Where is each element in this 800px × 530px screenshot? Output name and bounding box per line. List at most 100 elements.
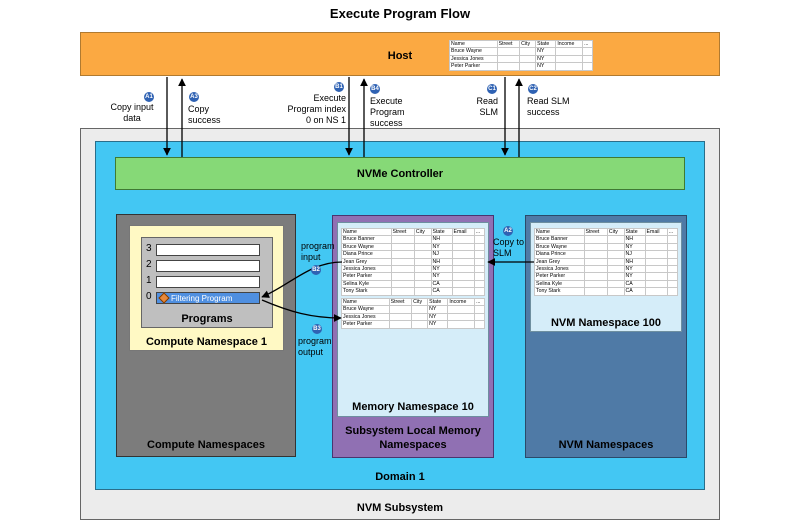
step-badge-a3: A3	[189, 92, 199, 102]
table-cell: NY	[535, 54, 557, 64]
nvme-controller-box	[115, 157, 685, 190]
annotation-line: input	[301, 252, 321, 262]
table-cell: NY	[535, 62, 557, 71]
table-cell	[390, 272, 415, 281]
domain-label: Domain 1	[375, 471, 425, 483]
annotation-copy-to-slm: Copy to SLM	[493, 237, 533, 259]
table-cell	[473, 272, 486, 281]
table-cell	[447, 312, 476, 322]
annotation-read-slm: Read SLM	[462, 96, 498, 118]
arrow-program-input	[261, 261, 343, 298]
annotation-line: SLM	[493, 248, 512, 258]
step-badge-a1: A1	[144, 92, 154, 102]
table-cell	[583, 287, 608, 296]
table-header-cell: Name	[449, 39, 498, 49]
host-box	[80, 32, 720, 76]
table-cell	[473, 265, 486, 274]
table-cell: NY	[427, 312, 449, 322]
table-cell	[555, 54, 584, 64]
annotation-execute-program: Execute Program index 0 on NS 1	[280, 93, 346, 126]
nvme-controller-label: NVMe Controller	[356, 168, 444, 180]
table-cell	[666, 287, 679, 296]
table-cell	[582, 62, 593, 71]
step-badge-a2: A2	[503, 226, 513, 236]
program-slot-2	[156, 260, 260, 272]
table-cell: NY	[427, 305, 449, 314]
table-cell	[390, 257, 415, 267]
table-header-cell: ...	[474, 297, 485, 307]
table-cell: NY	[427, 320, 449, 329]
table-cell	[474, 305, 485, 314]
annotation-copy-success: Copy success	[188, 104, 238, 126]
annotation-execute-success: Execute Program success	[370, 96, 430, 129]
table-cell	[666, 257, 679, 267]
table-cell	[555, 47, 584, 56]
step-badge-c1: C1	[487, 84, 497, 94]
table-cell: Jessica Jones	[449, 54, 498, 64]
host-label: Host	[387, 50, 413, 62]
compute-namespaces-label: Compute Namespaces	[147, 439, 265, 451]
annotation-line: Copy	[188, 104, 210, 114]
annotation-program-input: program input	[301, 241, 341, 263]
table-cell: Bruce Wayne	[449, 47, 498, 56]
table-cell	[390, 287, 415, 296]
table-cell	[583, 279, 608, 289]
annotation-line: success	[527, 107, 560, 117]
annotation-line: data	[123, 113, 141, 123]
table-cell	[583, 265, 608, 274]
annotation-line: 0 on NS 1	[305, 115, 346, 125]
step-badge-b2: B2	[311, 265, 321, 275]
table-cell	[666, 272, 679, 281]
nvm-namespace-100-label: NVM Namespace 100	[550, 317, 662, 329]
table-cell: Peter Parker	[341, 320, 390, 329]
table-cell	[582, 54, 593, 64]
programs-label: Programs	[181, 313, 233, 325]
step-badge-b4: B4	[370, 84, 380, 94]
table-cell	[473, 257, 486, 267]
table-cell	[447, 320, 476, 329]
filtering-program-label: Filtering Program	[171, 294, 233, 303]
annotation-line: output	[298, 347, 324, 357]
slm-label-line: Subsystem Local Memory	[345, 425, 481, 437]
annotation-line: program	[298, 336, 332, 346]
table-cell	[473, 287, 486, 296]
program-slot-index: 1	[146, 275, 152, 286]
step-badge-b1: B1	[334, 82, 344, 92]
annotation-copy-input: Copy input data	[104, 102, 160, 124]
annotation-line: Copy to	[493, 237, 525, 247]
diagram-title: Execute Program Flow	[329, 6, 471, 21]
table-cell	[390, 279, 415, 289]
table-cell	[583, 257, 608, 267]
annotation-line: Program index	[287, 104, 346, 114]
table-cell	[583, 272, 608, 281]
table-header-cell: State	[535, 39, 557, 49]
step-badge-c2: C2	[528, 84, 538, 94]
annotation-line: Execute	[370, 96, 403, 106]
annotation-line: success	[370, 118, 403, 128]
table-cell: Bruce Wayne	[341, 305, 390, 314]
table-row: Peter Parker NY	[341, 320, 485, 329]
annotation-line: SLM	[479, 107, 498, 117]
table-header-cell: Income	[555, 39, 584, 49]
nvm-subsystem-label: NVM Subsystem	[356, 502, 444, 514]
table-header-cell: ...	[666, 227, 679, 237]
table-row: Jessica Jones NY	[449, 54, 593, 64]
annotation-program-output: program output	[298, 336, 338, 358]
